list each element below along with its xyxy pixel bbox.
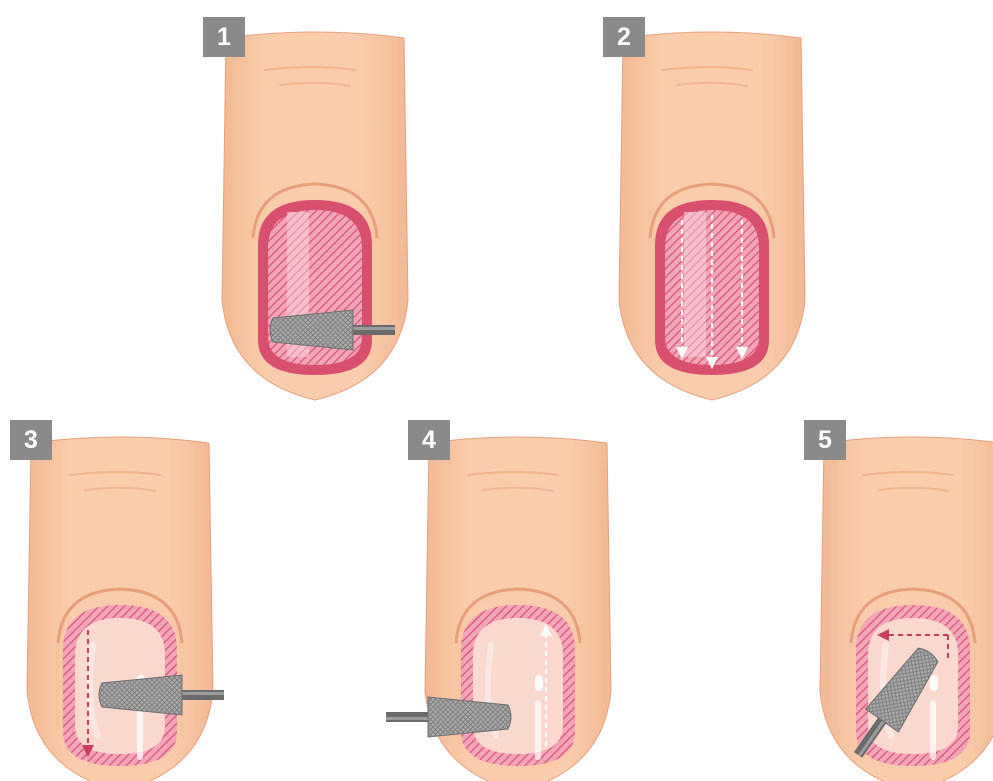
step-4 bbox=[386, 437, 611, 781]
filed-stripe bbox=[684, 212, 706, 357]
step-3 bbox=[27, 437, 224, 781]
step-badge-2: 2 bbox=[603, 17, 645, 57]
carbide-bit-4 bbox=[386, 697, 511, 737]
step-badge-5: 5 bbox=[804, 420, 846, 460]
nail-shine bbox=[930, 675, 938, 691]
nail-shine bbox=[535, 700, 541, 760]
nail-shine bbox=[930, 700, 936, 760]
bit-shaft-highlight bbox=[180, 692, 224, 695]
step-5 bbox=[820, 437, 993, 781]
step-1 bbox=[222, 32, 408, 400]
nail-shine bbox=[535, 675, 543, 691]
step-badge-1: 1 bbox=[203, 17, 245, 57]
step-badge-3: 3 bbox=[10, 420, 52, 460]
bit-shaft-highlight bbox=[386, 717, 430, 720]
bit-shaft-highlight bbox=[351, 327, 395, 330]
step-2 bbox=[619, 32, 805, 400]
step-badge-4: 4 bbox=[408, 420, 450, 460]
